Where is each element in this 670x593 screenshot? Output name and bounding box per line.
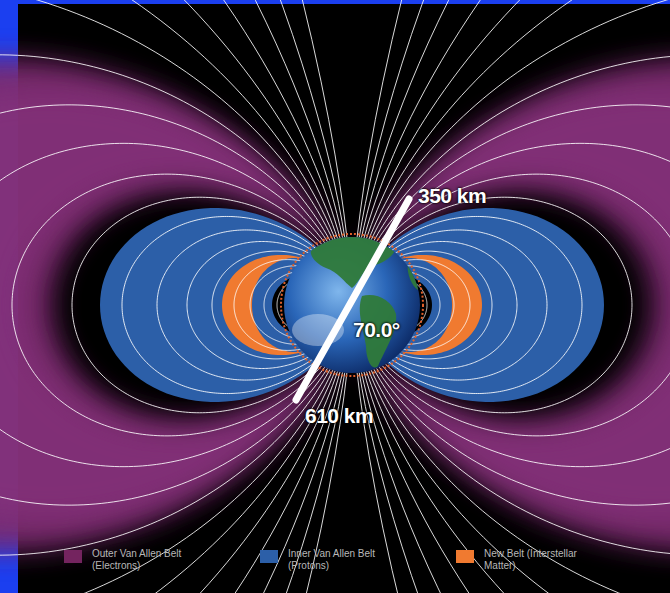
legend-swatch [260,550,278,563]
altitude-label: 350 km [418,184,486,208]
field-line [0,143,325,466]
legend-item: New Belt (Interstellar Matter) [456,548,589,572]
legend-item: Inner Van Allen Belt (Protons) [260,548,393,572]
legend-swatch [64,550,82,563]
continent [408,262,419,290]
field-line [377,105,670,505]
field-line [0,0,333,593]
legend-swatch [456,550,474,563]
axis-line [296,199,409,400]
field-line [0,105,327,505]
field-line [72,197,318,413]
field-line [0,55,330,555]
altitude-label: 610 km [305,404,373,428]
legend-text: New Belt (Interstellar Matter) [484,548,589,572]
angle-label: 70.0° [353,318,400,342]
legend-text: Outer Van Allen Belt (Electrons) [92,548,197,572]
legend-text: Inner Van Allen Belt (Protons) [288,548,393,572]
legend-item: Outer Van Allen Belt (Electrons) [64,548,197,572]
field-line [12,174,322,436]
field-line [382,174,670,436]
